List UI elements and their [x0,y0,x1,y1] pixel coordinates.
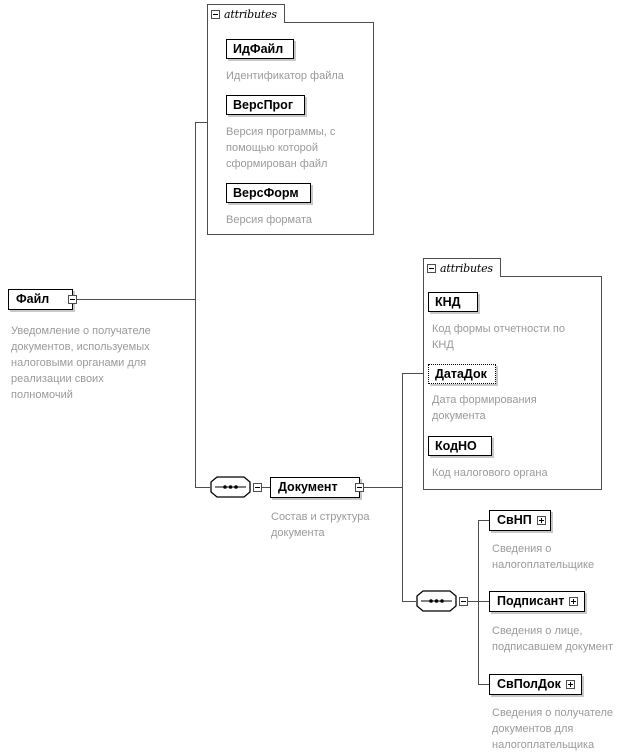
attribute-knd[interactable]: КНД [428,292,478,312]
node-svpoldok-description: Сведения о получателе документов для нал… [492,707,614,751]
attribute-knd-label: КНД [435,294,461,309]
connector-document-trunk [402,373,403,602]
minus-icon[interactable] [459,597,468,606]
connector-branch-svpoldok [478,684,489,685]
minus-icon[interactable] [68,295,77,304]
node-svnp-description: Сведения о налогоплательщике [492,543,595,571]
connector-seq2-stub [402,601,416,602]
connector-attrs1-stub [195,122,208,123]
connector-branch-svnp [478,520,489,521]
node-dokument-label: Документ [278,480,338,495]
attribute-versprog-label: ВерсПрог [233,97,294,112]
plus-icon[interactable] [569,597,579,606]
node-podpisant[interactable]: Подписант [489,591,585,612]
connector-branch-podpisant [478,601,489,602]
attribute-versprog[interactable]: ВерсПрог [226,95,305,115]
sequence-compositor-1[interactable] [210,476,262,499]
attribute-versform-label: ВерсФорм [233,185,299,200]
attribute-versform-description: Версия формата [226,214,312,226]
attribute-kodno-label: КодНО [435,438,477,453]
sequence-icon [416,590,457,612]
attribute-datadok-label: ДатаДок [435,366,487,381]
attribute-versprog-description: Версия программы, с помощью которой сфор… [226,126,336,170]
minus-icon[interactable] [427,263,436,273]
minus-icon[interactable] [355,483,364,492]
node-svpoldok[interactable]: СвПолДок [489,674,582,695]
node-dokument-description: Состав и структура документа [271,511,370,539]
sequence-compositor-2[interactable] [416,590,468,613]
connector-document-stub [360,487,402,488]
attribute-datadok[interactable]: ДатаДок [428,364,496,384]
connector-branch-trunk [478,520,479,684]
connector-attrs2-stub [402,373,424,374]
attributes-group-1-tab[interactable]: attributes [207,4,285,23]
attributes-group-2-tab[interactable]: attributes [423,258,501,277]
attribute-datadok-description: Дата формирования документа [432,394,537,422]
connector-seq1-to-document [258,487,270,488]
node-fail[interactable]: Файл [8,289,77,310]
node-svnp[interactable]: СвНП [489,510,551,531]
connector-root-stub [77,299,195,300]
connector-root-trunk [195,122,196,488]
attribute-knd-description: Код формы отчетности по КНД [432,323,566,351]
attribute-kodno[interactable]: КодНО [428,436,492,456]
attribute-kodno-description: Код налогового органа [432,467,548,479]
minus-icon[interactable] [211,9,220,19]
node-svpoldok-label: СвПолДок [497,677,561,692]
plus-icon[interactable] [536,516,546,525]
connector-seq1-stub [195,487,210,488]
node-dokument[interactable]: Документ [270,477,364,498]
node-svnp-label: СвНП [497,513,532,528]
attributes-group-2-label: attributes [440,261,493,275]
minus-icon[interactable] [253,483,262,492]
node-podpisant-label: Подписант [497,594,565,609]
connector-seq2-to-branch [464,601,479,602]
attribute-idfail-label: ИдФайл [233,41,284,56]
attribute-idfail-description: Идентификатор файла [226,70,344,82]
node-fail-description: Уведомление о получателе документов, исп… [11,325,151,401]
attribute-versform[interactable]: ВерсФорм [226,183,311,203]
plus-icon[interactable] [565,680,575,689]
attributes-group-1-label: attributes [224,7,277,21]
attribute-idfail[interactable]: ИдФайл [226,39,294,59]
node-fail-label: Файл [16,292,50,307]
node-podpisant-description: Сведения о лице, подписавшем документ [492,625,614,653]
sequence-icon [210,476,251,498]
